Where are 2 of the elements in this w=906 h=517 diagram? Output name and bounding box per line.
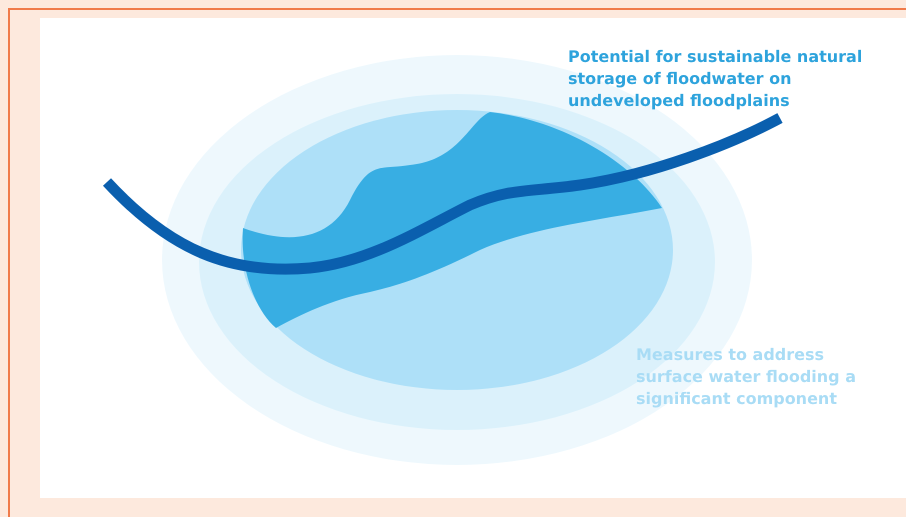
annotation-text: Potential for sustainable natural storage of floodwater on undeveloped floodplains	[568, 46, 864, 112]
annotation-text: Measures to address surface water flooding a significant component	[636, 344, 857, 410]
